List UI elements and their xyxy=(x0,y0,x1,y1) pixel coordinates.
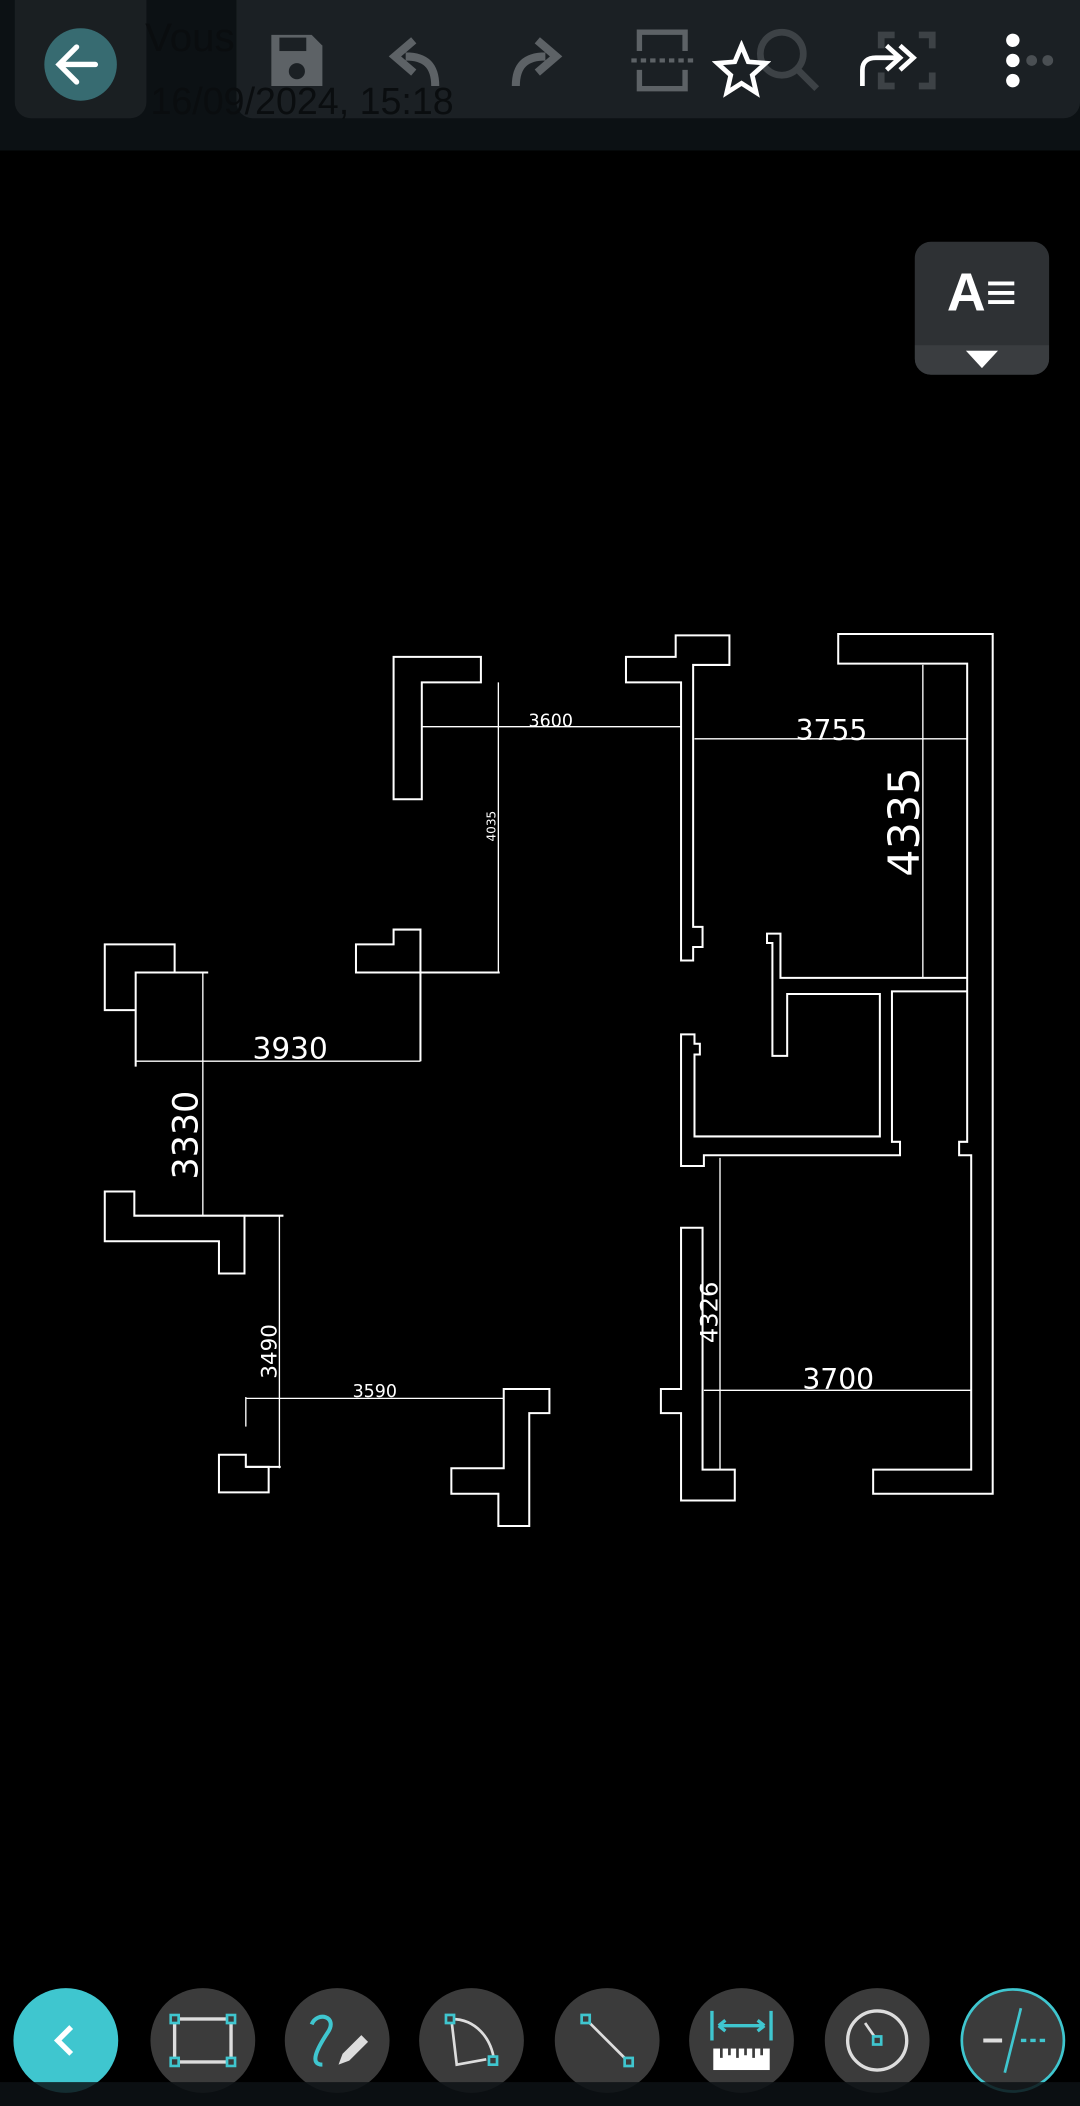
dimension-lines xyxy=(135,664,972,1470)
chevron-left-icon xyxy=(53,2025,74,2056)
dim-3700: 3700 xyxy=(802,1363,874,1396)
back-button[interactable] xyxy=(44,28,117,101)
dim-3600: 3600 xyxy=(529,712,573,732)
dim-3755: 3755 xyxy=(796,714,868,747)
dim-3930: 3930 xyxy=(253,1032,328,1066)
rectangle-tool-button[interactable] xyxy=(150,1988,256,2093)
split-view-icon[interactable] xyxy=(629,27,696,94)
dim-4326: 4326 xyxy=(695,1282,723,1343)
dim-3330: 3330 xyxy=(166,1091,206,1180)
freehand-tool-button[interactable] xyxy=(284,1988,390,2093)
walls xyxy=(103,633,994,1527)
navigation-strip xyxy=(0,2082,1080,2106)
dim-3490: 3490 xyxy=(258,1324,283,1379)
drawing-title: Vous xyxy=(145,16,235,61)
circle-icon xyxy=(845,2009,909,2072)
arc-tool-button[interactable] xyxy=(419,1988,524,2093)
zoom-extents-icon[interactable] xyxy=(752,27,820,94)
line-type-icon xyxy=(983,2007,1046,2074)
line-icon xyxy=(580,2013,635,2068)
more-icon[interactable] xyxy=(989,27,1056,94)
top-toolbar xyxy=(236,0,1080,119)
save-icon[interactable] xyxy=(263,27,330,94)
line-tool-button[interactable] xyxy=(554,1988,660,2093)
arc-angle-icon xyxy=(444,2013,499,2067)
collapse-tools-button[interactable] xyxy=(13,1988,119,2093)
measure-tool-button[interactable] xyxy=(689,1988,794,2093)
redo-icon[interactable] xyxy=(502,27,569,94)
line-type-button[interactable] xyxy=(960,1988,1066,2093)
back-icon xyxy=(55,44,99,85)
dim-3590: 3590 xyxy=(353,1382,397,1402)
ruler-icon xyxy=(710,2010,773,2071)
chevron-down-icon xyxy=(965,350,999,369)
text-style-button[interactable]: A≡ xyxy=(914,241,1050,375)
star-icon[interactable] xyxy=(711,40,772,99)
share-icon[interactable] xyxy=(854,32,921,99)
text-style-label: A≡ xyxy=(946,263,1018,323)
dim-4035: 4035 xyxy=(485,811,499,842)
dim-4335: 4335 xyxy=(880,767,930,876)
undo-icon[interactable] xyxy=(381,27,448,94)
drawing-date: 16/09/2024, 15:18 xyxy=(150,80,454,123)
rectangle-icon xyxy=(169,2013,237,2068)
circle-tool-button[interactable] xyxy=(824,1988,930,2093)
fullscreen-icon[interactable] xyxy=(873,27,940,94)
freehand-icon xyxy=(309,2014,369,2067)
